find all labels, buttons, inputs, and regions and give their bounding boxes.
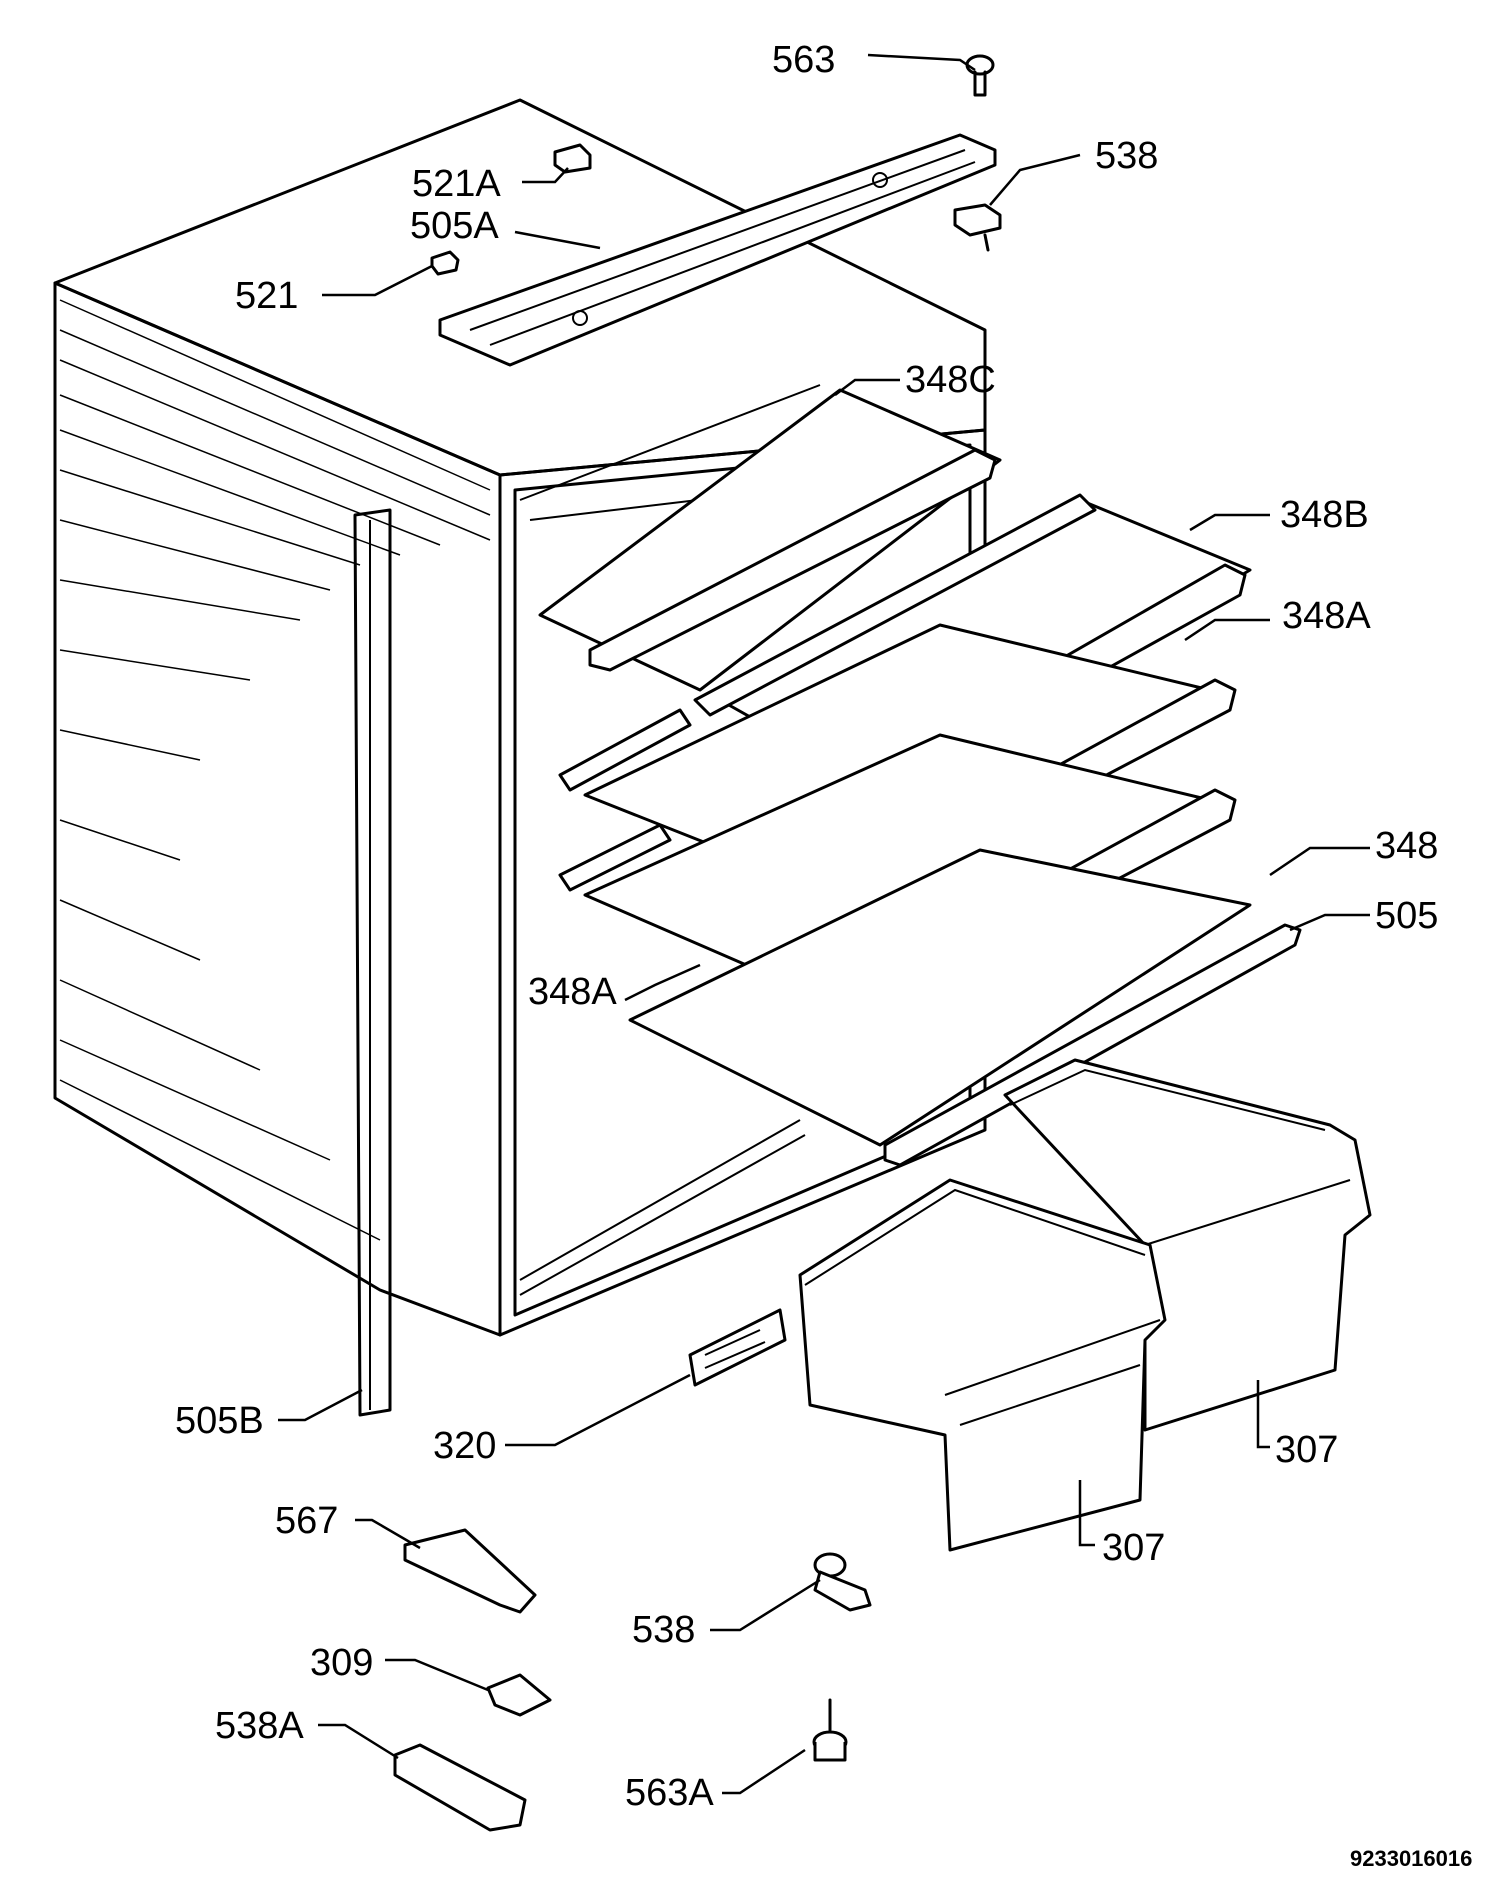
cap-521 (430, 250, 460, 276)
callout-563a: 563A (625, 1772, 714, 1814)
hinge-538-top (953, 203, 1002, 252)
cap-521a (553, 143, 592, 174)
callout-567: 567 (275, 1500, 338, 1542)
callout-563-top: 563 (772, 39, 835, 81)
crisper-307-front (798, 1178, 1167, 1552)
bracket-320 (688, 1308, 787, 1387)
glass-plate-348 (628, 848, 1252, 1147)
crisper-307-right (1003, 1058, 1372, 1432)
callout-505: 505 (1375, 895, 1438, 937)
callout-320: 320 (433, 1425, 496, 1467)
callout-348a-left: 348A (528, 971, 617, 1013)
callout-538-bottom: 538 (632, 1609, 695, 1651)
callout-538a: 538A (215, 1705, 304, 1747)
screw-563-top (965, 54, 995, 97)
foot-563a (812, 1698, 848, 1762)
top-rail-505a (438, 133, 997, 367)
hinge-538a (393, 1743, 527, 1832)
hinge-bracket-567 (403, 1528, 537, 1614)
callout-348a-right: 348A (1282, 595, 1371, 637)
callout-521a: 521A (412, 163, 501, 205)
callout-307-front: 307 (1102, 1527, 1165, 1569)
callout-348: 348 (1375, 825, 1438, 867)
drawing-number: 9233016016 (1350, 1846, 1472, 1871)
callout-labels: 563 538 521A 505A 521 348C 348B 348A 348… (175, 39, 1472, 1871)
callout-348c: 348C (905, 359, 996, 401)
callout-521: 521 (235, 275, 298, 317)
hinge-538-bottom (813, 1552, 872, 1612)
callout-505a: 505A (410, 205, 499, 247)
callout-307-right: 307 (1275, 1429, 1338, 1471)
shelf-348c (519, 384, 1002, 692)
front-strip-505 (883, 923, 1302, 1167)
callout-309: 309 (310, 1642, 373, 1684)
side-panel-shading (59, 299, 491, 1241)
cover-309 (486, 1673, 552, 1717)
callout-505b: 505B (175, 1400, 264, 1442)
leader-lines (278, 53, 1370, 1795)
callout-348b: 348B (1280, 494, 1369, 536)
callout-538-top: 538 (1095, 135, 1158, 177)
